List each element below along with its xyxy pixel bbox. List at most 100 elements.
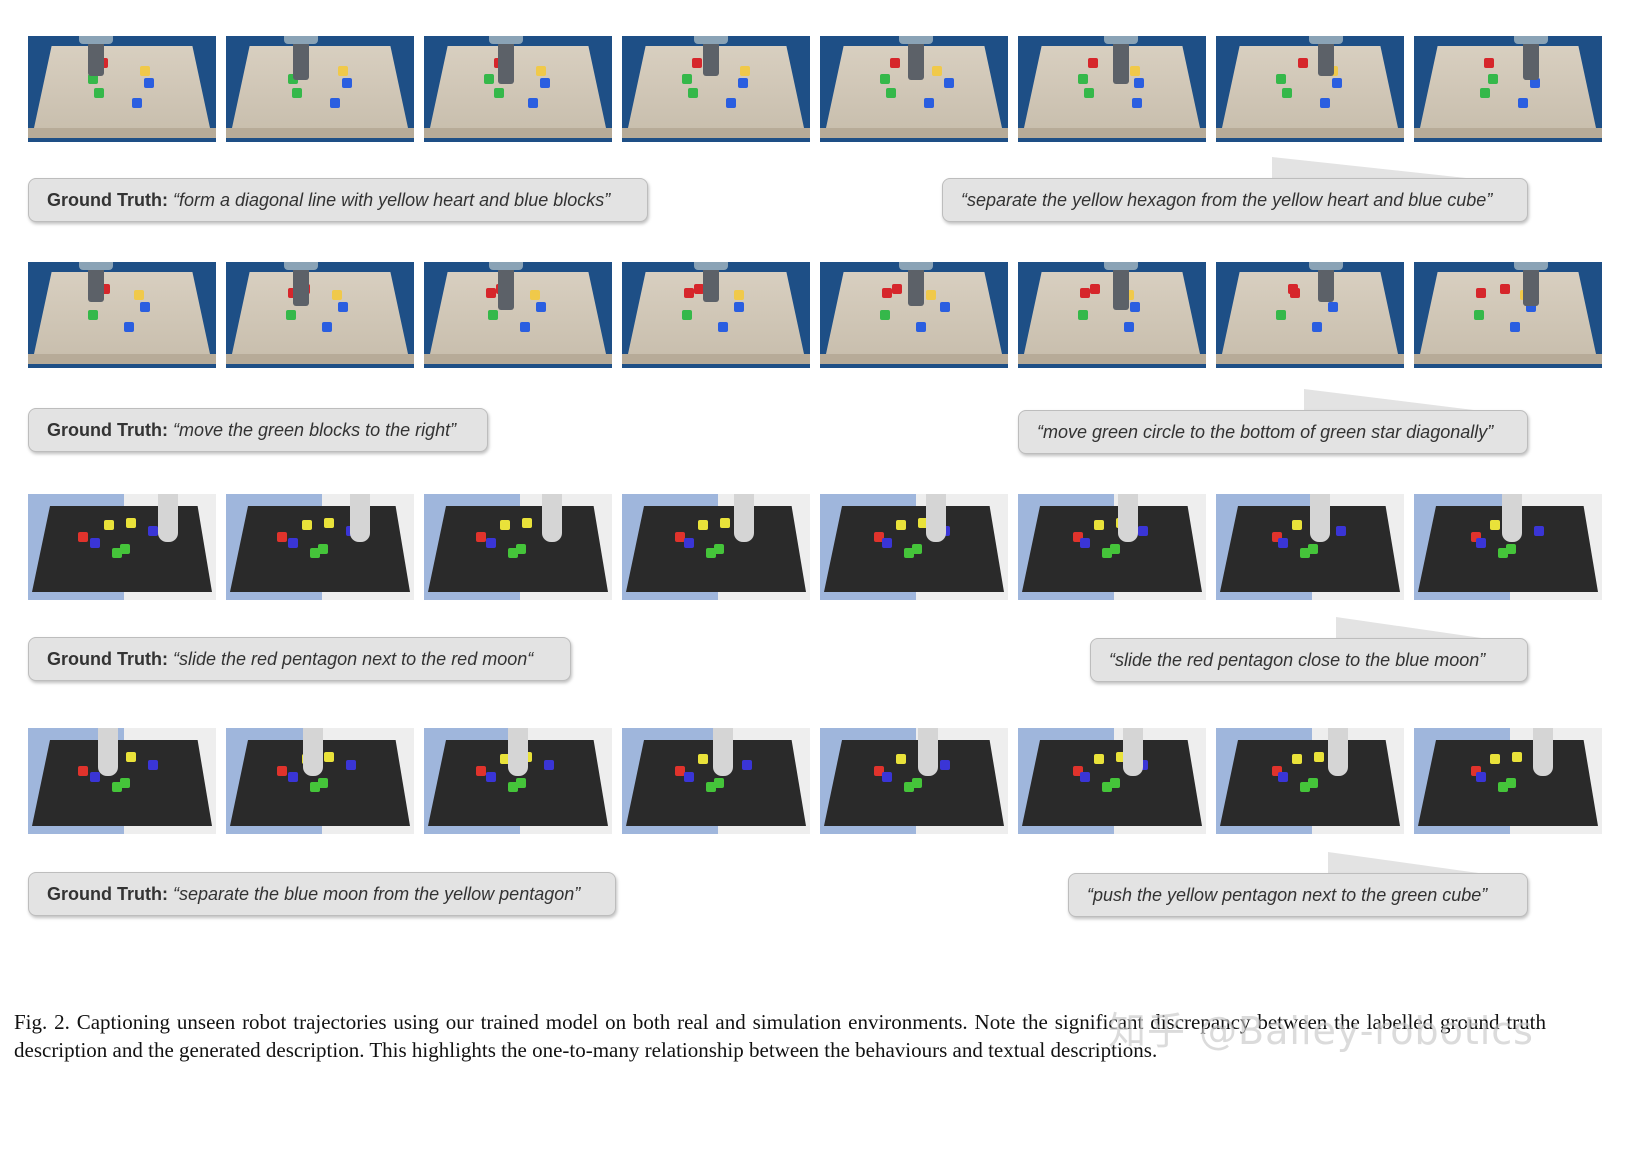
trajectory-frame [1216, 36, 1404, 142]
block [112, 782, 122, 792]
board-edge [226, 354, 414, 364]
robot-gripper [79, 36, 113, 44]
block [1476, 538, 1486, 548]
block [1320, 98, 1330, 108]
board-edge [1216, 354, 1404, 364]
robot-gripper [79, 262, 113, 270]
block [516, 544, 526, 554]
robot-arm [88, 262, 104, 302]
board-edge [424, 354, 612, 364]
block [120, 778, 130, 788]
robot-gripper [899, 36, 933, 44]
board-edge [424, 128, 612, 138]
board-edge [28, 128, 216, 138]
robot-gripper [1309, 262, 1343, 270]
robot-gripper [1104, 36, 1138, 44]
robot-arm [498, 38, 514, 84]
block [1090, 284, 1100, 294]
block [310, 548, 320, 558]
block [1498, 548, 1508, 558]
board-edge [1018, 128, 1206, 138]
trajectory-frame [226, 494, 414, 600]
generated-bubble-2: “move green circle to the bottom of gree… [1018, 410, 1528, 454]
block [528, 98, 538, 108]
robot-arm [1523, 262, 1539, 306]
block [912, 544, 922, 554]
block [904, 782, 914, 792]
trajectory-frame [1018, 494, 1206, 600]
block [508, 548, 518, 558]
block [1498, 782, 1508, 792]
block [1276, 310, 1286, 320]
block [892, 284, 902, 294]
block [682, 74, 692, 84]
block [1132, 98, 1142, 108]
block [104, 520, 114, 530]
robot-arm [908, 36, 924, 80]
block [516, 778, 526, 788]
block [896, 754, 906, 764]
block [1094, 754, 1104, 764]
block [692, 58, 702, 68]
block [675, 532, 685, 542]
board-edge [820, 354, 1008, 364]
trajectory-frame [424, 494, 612, 600]
robot-gripper [284, 262, 318, 270]
generated-text: “push the yellow pentagon next to the gr… [1087, 885, 1488, 905]
trajectory-frame [820, 262, 1008, 368]
wooden-board [34, 272, 210, 354]
block [508, 782, 518, 792]
block [1282, 88, 1292, 98]
block [1484, 58, 1494, 68]
robot-arm [926, 494, 946, 542]
block [1474, 310, 1484, 320]
block [886, 88, 896, 98]
trajectory-frame [1018, 262, 1206, 368]
block [486, 538, 496, 548]
block [544, 760, 554, 770]
wooden-board [34, 46, 210, 128]
block [124, 322, 134, 332]
block [1116, 752, 1126, 762]
trajectory-frame [424, 262, 612, 368]
ground-truth-text: “move the green blocks to the right” [173, 420, 457, 440]
block [536, 66, 546, 76]
trajectory-frame [28, 728, 216, 834]
block [684, 772, 694, 782]
block [112, 548, 122, 558]
block [126, 752, 136, 762]
block [1276, 74, 1286, 84]
block [332, 290, 342, 300]
block [675, 766, 685, 776]
board-edge [28, 354, 216, 364]
robot-arm [1318, 262, 1334, 302]
block [148, 526, 158, 536]
robot-arm [1523, 36, 1539, 80]
block [1073, 766, 1083, 776]
block [1506, 544, 1516, 554]
robot-arm [508, 728, 528, 776]
block [1490, 520, 1500, 530]
trajectory-frame [622, 494, 810, 600]
board-edge [622, 128, 810, 138]
wooden-board [1024, 46, 1200, 128]
block [1476, 772, 1486, 782]
wooden-board [232, 46, 408, 128]
block [882, 288, 892, 298]
ground-truth-text: “separate the blue moon from the yellow … [173, 884, 581, 904]
block [500, 520, 510, 530]
figure-caption: Fig. 2. Captioning unseen robot trajecto… [14, 1010, 1546, 1062]
block [918, 518, 928, 528]
ground-truth-label: Ground Truth: [47, 190, 168, 210]
block [1094, 520, 1104, 530]
robot-gripper [1104, 262, 1138, 270]
block [882, 772, 892, 782]
board-edge [1414, 354, 1602, 364]
block [1500, 284, 1510, 294]
block [302, 520, 312, 530]
block [882, 538, 892, 548]
trajectory-frame [1018, 728, 1206, 834]
board-edge [820, 128, 1008, 138]
block [126, 518, 136, 528]
board-edge [1018, 354, 1206, 364]
